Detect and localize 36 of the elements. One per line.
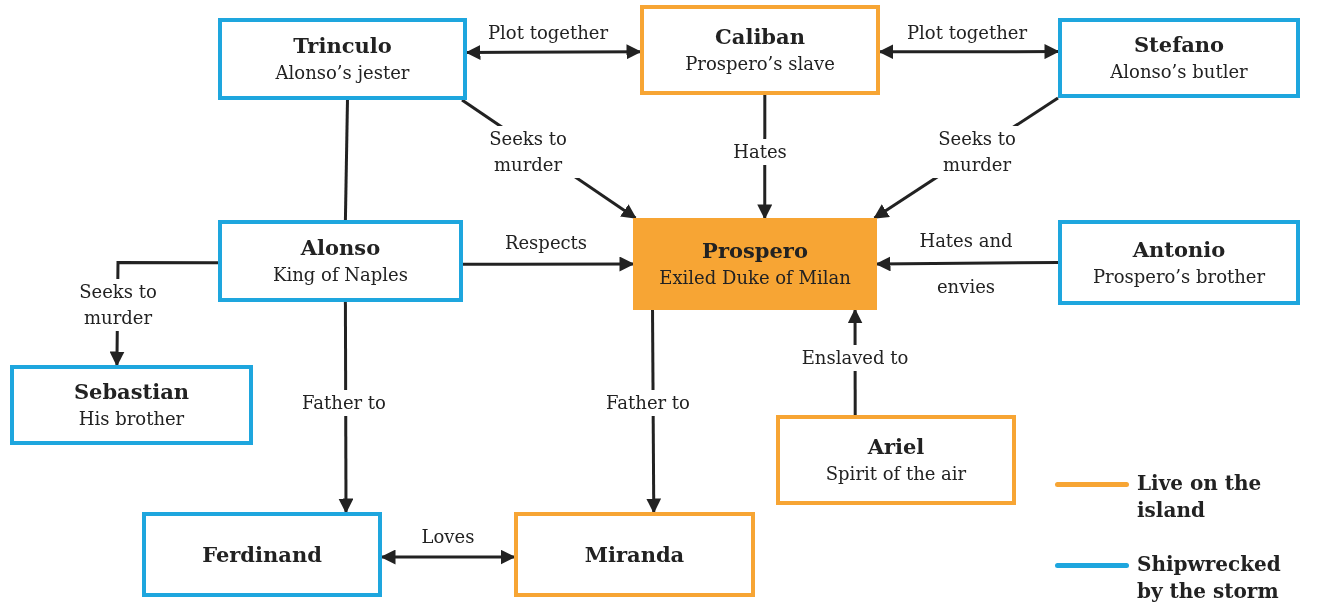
- character-role: His brother: [78, 407, 185, 431]
- edge-label: Hates and envies: [918, 229, 1014, 299]
- character-role: Alonso’s jester: [275, 61, 410, 85]
- character-name: Caliban: [715, 23, 805, 51]
- legend-label: Shipwrecked by the storm: [1137, 551, 1282, 604]
- character-box: [776, 415, 1016, 505]
- character-name: Alonso: [300, 234, 381, 262]
- arrow: [463, 256, 635, 272]
- character-box: [218, 220, 463, 302]
- character-name: Miranda: [584, 540, 685, 569]
- character-box: [633, 218, 877, 310]
- edge-label: Respects: [503, 231, 589, 255]
- character-role: Prospero’s slave: [685, 52, 835, 76]
- arrow: [338, 302, 354, 514]
- character-role: Prospero’s brother: [1092, 264, 1266, 289]
- character-name: Trinculo: [293, 32, 392, 60]
- character-box: [142, 512, 382, 597]
- character-name: Prospero: [702, 237, 808, 265]
- character-name: Antonio: [1132, 235, 1226, 264]
- character-name: Sebastian: [73, 378, 190, 406]
- character-name: Ariel: [867, 433, 925, 461]
- character-box: [218, 18, 467, 100]
- character-role: Alonso’s butler: [1110, 60, 1248, 84]
- character-box: [514, 512, 755, 597]
- character-name: Stefano: [1133, 31, 1225, 59]
- character-name: Ferdinand: [202, 540, 322, 569]
- legend-label: Live on the island: [1137, 470, 1263, 524]
- character-role: Exiled Duke of Milan: [659, 266, 851, 290]
- character-box: [10, 365, 253, 445]
- character-role: King of Naples: [273, 263, 408, 287]
- character-box: [1058, 18, 1300, 98]
- character-box: [1058, 220, 1300, 305]
- character-role: Spirit of the air: [825, 462, 967, 486]
- edge-label: Loves: [420, 525, 476, 549]
- arrow: [646, 310, 662, 514]
- character-box: [640, 5, 880, 95]
